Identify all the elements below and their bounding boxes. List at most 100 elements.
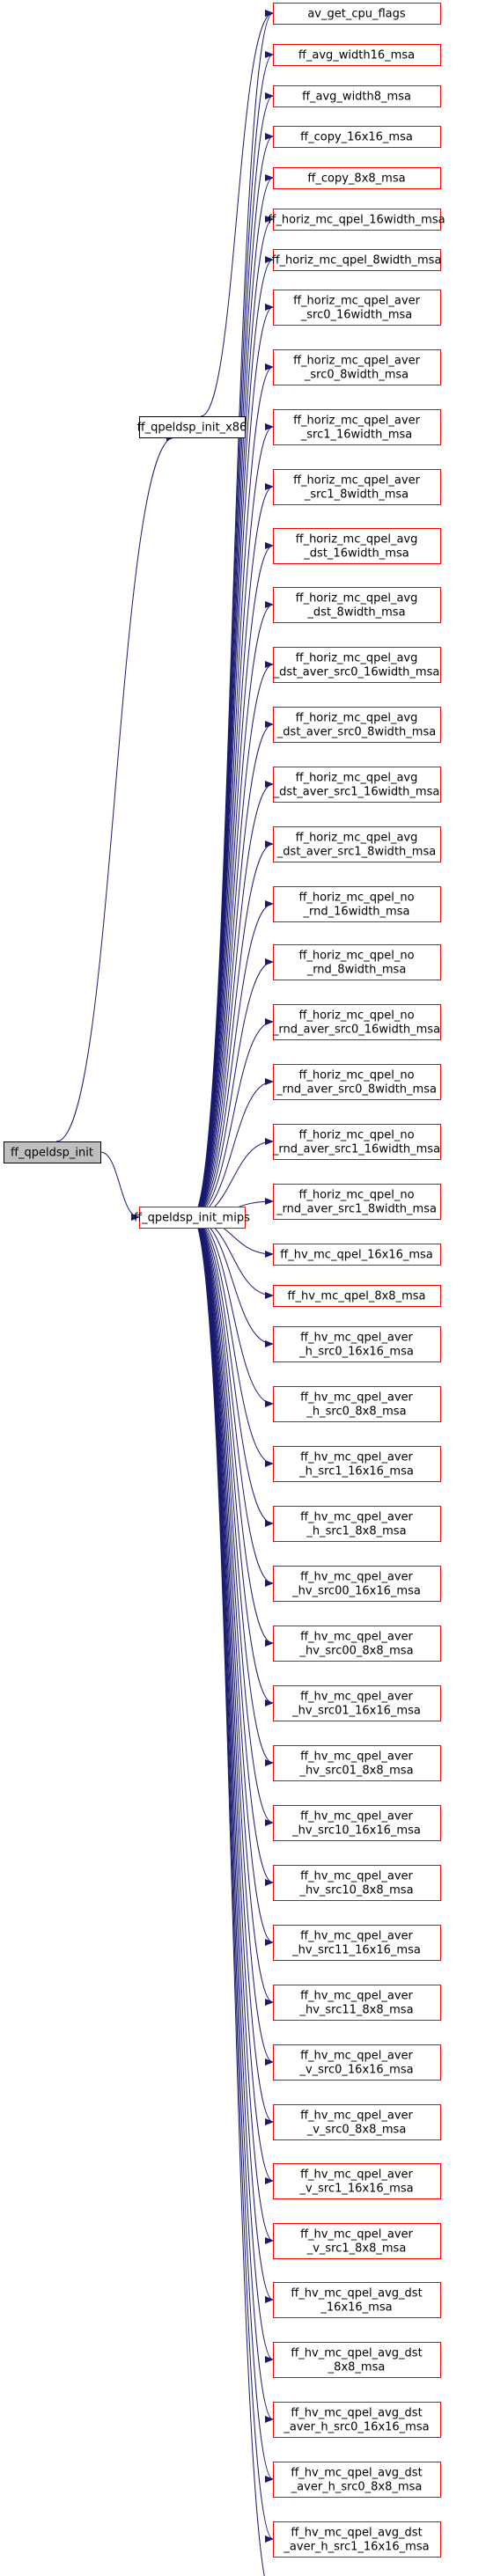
node-callee-ff-hv-mc-qpel-aver-v-src0-8x8-msa-label: ff_hv_mc_qpel_aver [300,2110,413,2123]
node-callee-ff-horiz-mc-qpel-aver-src0-8width-msa-label: ff_horiz_mc_qpel_aver [293,355,421,368]
node-callee-ff-hv-mc-qpel-aver-hv-src01-8x8-msa-label: ff_hv_mc_qpel_aver [300,1750,413,1764]
node-callee-ff-horiz-mc-qpel-no-rnd-aver-src0-16width-msa[interactable]: ff_horiz_mc_qpel_no_rnd_aver_src0_16widt… [272,1004,441,1040]
node-callee-ff-hv-mc-qpel-aver-h-src0-8x8-msa-box [273,1386,441,1422]
node-callee-ff-horiz-mc-qpel-avg-dst-8width-msa[interactable]: ff_horiz_mc_qpel_avg_dst_8width_msa [273,587,441,623]
node-callee-ff-hv-mc-qpel-aver-hv-src00-8x8-msa[interactable]: ff_hv_mc_qpel_aver_hv_src00_8x8_msa [273,1626,441,1662]
edge-mips-to-callee-40 [191,1216,274,2244]
node-callee-ff-hv-mc-qpel-avg-dst-8x8-msa-label: ff_hv_mc_qpel_avg_dst [291,2347,422,2360]
node-callee-ff-hv-mc-qpel-aver-hv-src11-8x8-msa[interactable]: ff_hv_mc_qpel_aver_hv_src11_8x8_msa [273,1985,441,2021]
node-callee-ff-hv-mc-qpel-8x8-msa[interactable]: ff_hv_mc_qpel_8x8_msa [273,1285,441,1307]
node-callee-ff-hv-mc-qpel-aver-h-src1-8x8-msa[interactable]: ff_hv_mc_qpel_aver_h_src1_8x8_msa [273,1506,441,1542]
node-callee-ff-hv-mc-qpel-aver-hv-src01-8x8-msa-box [273,1745,441,1781]
node-callee-ff-horiz-mc-qpel-avg-dst-aver-src1-16width-msa[interactable]: ff_horiz_mc_qpel_avg_dst_aver_src1_16wid… [273,767,441,803]
node-callee-ff-hv-mc-qpel-aver-v-src0-16x16-msa[interactable]: ff_hv_mc_qpel_aver_v_src0_16x16_msa [273,2044,441,2081]
node-callee-ff-horiz-mc-qpel-avg-dst-aver-src0-8width-msa-box [273,707,441,743]
node-callee-ff-copy-16x16-msa[interactable]: ff_copy_16x16_msa [273,126,441,148]
node-callee-ff-hv-mc-qpel-avg-dst-aver-h-src1-16x16-msa[interactable]: ff_hv_mc_qpel_avg_dst_aver_h_src1_16x16_… [273,2521,441,2558]
node-callee-ff-horiz-mc-qpel-avg-dst-aver-src0-8width-msa[interactable]: ff_horiz_mc_qpel_avg_dst_aver_src0_8widt… [273,707,441,743]
node-callee-ff-horiz-mc-qpel-16width-msa[interactable]: ff_horiz_mc_qpel_16width_msa [268,209,446,231]
node-callee-ff-horiz-mc-qpel-avg-dst-16width-msa[interactable]: ff_horiz_mc_qpel_avg_dst_16width_msa [273,528,441,564]
edge-mips-to-callee-32 [191,1216,274,1766]
node-callee-ff-hv-mc-qpel-avg-dst-aver-h-src1-16x16-msa-label: _aver_h_src1_16x16_msa [283,2541,429,2554]
node-callee-ff-hv-mc-qpel-aver-hv-src01-16x16-msa[interactable]: ff_hv_mc_qpel_aver_hv_src01_16x16_msa [273,1685,441,1721]
node-ff-qpeldsp-init-x86[interactable]: ff_qpeldsp_init_x86 [137,416,247,438]
node-callee-ff-hv-mc-qpel-aver-h-src1-8x8-msa-label: _h_src1_8x8_msa [306,1525,406,1538]
node-callee-ff-horiz-mc-qpel-avg-dst-aver-src0-16width-msa[interactable]: ff_horiz_mc_qpel_avg_dst_aver_src0_16wid… [273,647,441,683]
node-callee-ff-hv-mc-qpel-avg-dst-aver-h-src0-16x16-msa-label: _aver_h_src0_16x16_msa [283,2421,429,2434]
node-callee-ff-hv-mc-qpel-avg-dst-16x16-msa[interactable]: ff_hv_mc_qpel_avg_dst_16x16_msa [273,2282,441,2318]
edge-mips-to-callee-37 [191,1216,274,2066]
node-callee-ff-avg-width8-msa[interactable]: ff_avg_width8_msa [273,85,441,107]
node-callee-ff-horiz-mc-qpel-aver-src0-16width-msa[interactable]: ff_horiz_mc_qpel_aver_src0_16width_msa [273,290,441,326]
edge-mips-to-callee-27 [191,1216,274,1467]
edge-mips-to-callee-1 [191,51,274,1218]
node-callee-ff-hv-mc-qpel-aver-hv-src00-16x16-msa[interactable]: ff_hv_mc_qpel_aver_hv_src00_16x16_msa [273,1566,441,1602]
node-callee-ff-horiz-mc-qpel-aver-src0-16width-msa-label: ff_horiz_mc_qpel_aver [293,295,421,308]
node-callee-ff-hv-mc-qpel-avg-dst-aver-h-src0-16x16-msa-label: ff_hv_mc_qpel_avg_dst [291,2407,422,2420]
node-callee-ff-hv-mc-qpel-aver-v-src0-16x16-msa-box [273,2044,441,2081]
node-callee-ff-horiz-mc-qpel-aver-src0-8width-msa-label: _src0_8width_msa [304,369,409,382]
node-callee-ff-horiz-mc-qpel-avg-dst-aver-src1-16width-msa-box [273,767,441,803]
node-callee-ff-horiz-mc-qpel-aver-src1-16width-msa-label: ff_horiz_mc_qpel_aver [293,415,421,428]
node-callee-ff-hv-mc-qpel-aver-hv-src10-16x16-msa[interactable]: ff_hv_mc_qpel_aver_hv_src10_16x16_msa [273,1805,441,1841]
node-callee-ff-hv-mc-qpel-aver-h-src1-16x16-msa[interactable]: ff_hv_mc_qpel_aver_h_src1_16x16_msa [273,1446,441,1482]
node-ff-qpeldsp-init-x86-label: ff_qpeldsp_init_x86 [137,422,247,435]
node-callee-ff-hv-mc-qpel-aver-v-src1-16x16-msa-box [273,2163,441,2199]
edge-mips-to-callee-42 [191,1216,274,2363]
node-callee-ff-horiz-mc-qpel-aver-src1-8width-msa[interactable]: ff_horiz_mc_qpel_aver_src1_8width_msa [273,469,441,505]
node-callee-ff-hv-mc-qpel-8x8-msa-box [273,1285,441,1307]
node-callee-ff-horiz-mc-qpel-8width-msa[interactable]: ff_horiz_mc_qpel_8width_msa [272,249,442,271]
node-callee-ff-hv-mc-qpel-avg-dst-16x16-msa-label: _16x16_msa [320,2301,392,2315]
node-callee-ff-horiz-mc-qpel-avg-dst-aver-src1-8width-msa[interactable]: ff_horiz_mc_qpel_avg_dst_aver_src1_8widt… [273,826,441,862]
edge-mips-to-callee-7 [191,304,274,1218]
edge-mips-to-callee-15 [191,781,274,1218]
node-callee-ff-hv-mc-qpel-avg-dst-aver-h-src1-16x16-msa-box [273,2521,441,2558]
node-callee-ff-avg-width16-msa[interactable]: ff_avg_width16_msa [273,44,441,66]
node-callee-ff-horiz-mc-qpel-no-rnd-aver-src0-8width-msa[interactable]: ff_horiz_mc_qpel_no_rnd_aver_src0_8width… [273,1064,441,1100]
node-callee-ff-hv-mc-qpel-aver-hv-src10-8x8-msa[interactable]: ff_hv_mc_qpel_aver_hv_src10_8x8_msa [273,1865,441,1901]
node-callee-ff-hv-mc-qpel-aver-h-src0-16x16-msa-label: ff_hv_mc_qpel_aver [300,1332,413,1345]
node-callee-ff-hv-mc-qpel-aver-hv-src01-8x8-msa-label: _hv_src01_8x8_msa [298,1765,413,1778]
node-callee-ff-horiz-mc-qpel-avg-dst-16width-msa-label: _dst_16width_msa [303,547,409,561]
node-callee-ff-horiz-mc-qpel-avg-dst-aver-src1-8width-msa-label: _dst_aver_src1_8width_msa [276,846,436,859]
node-callee-ff-horiz-mc-qpel-aver-src1-16width-msa[interactable]: ff_horiz_mc_qpel_aver_src1_16width_msa [273,409,441,445]
node-callee-ff-copy-8x8-msa[interactable]: ff_copy_8x8_msa [273,167,441,189]
node-callee-ff-horiz-mc-qpel-avg-dst-8width-msa-label: _dst_8width_msa [306,606,405,620]
edge-mips-to-callee-41 [191,1216,274,2303]
edge-root-to-mips [99,1151,140,1221]
node-callee-ff-hv-mc-qpel-16x16-msa[interactable]: ff_hv_mc_qpel_16x16_msa [273,1244,441,1266]
node-callee-ff-horiz-mc-qpel-no-rnd-16width-msa[interactable]: ff_horiz_mc_qpel_no_rnd_16width_msa [273,886,441,922]
node-callee-ff-horiz-mc-qpel-avg-dst-aver-src0-8width-msa-label: ff_horiz_mc_qpel_avg [296,712,418,725]
node-callee-ff-copy-8x8-msa-label: ff_copy_8x8_msa [307,172,405,186]
node-callee-ff-horiz-mc-qpel-aver-src0-16width-msa-box [273,290,441,326]
node-callee-ff-horiz-mc-qpel-avg-dst-aver-src0-8width-msa-label: _dst_aver_src0_8width_msa [276,726,436,739]
node-callee-ff-hv-mc-qpel-aver-hv-src11-8x8-msa-box [273,1985,441,2021]
node-callee-ff-hv-mc-qpel-aver-hv-src10-8x8-msa-label: ff_hv_mc_qpel_aver [300,1870,413,1883]
edge-mips-to-callee-5 [191,216,274,1218]
node-callee-ff-horiz-mc-qpel-no-rnd-8width-msa[interactable]: ff_horiz_mc_qpel_no_rnd_8width_msa [273,944,441,980]
node-callee-ff-hv-mc-qpel-aver-hv-src01-8x8-msa[interactable]: ff_hv_mc_qpel_aver_hv_src01_8x8_msa [273,1745,441,1781]
node-callee-ff-hv-mc-qpel-aver-v-src1-8x8-msa[interactable]: ff_hv_mc_qpel_aver_v_src1_8x8_msa [273,2223,441,2259]
node-callee-ff-hv-mc-qpel-avg-dst-aver-h-src0-16x16-msa[interactable]: ff_hv_mc_qpel_avg_dst_aver_h_src0_16x16_… [273,2402,441,2438]
node-callee-ff-hv-mc-qpel-aver-hv-src11-16x16-msa[interactable]: ff_hv_mc_qpel_aver_hv_src11_16x16_msa [273,1925,441,1961]
node-callee-ff-hv-mc-qpel-aver-h-src0-8x8-msa[interactable]: ff_hv_mc_qpel_aver_h_src0_8x8_msa [273,1386,441,1422]
node-callee-ff-horiz-mc-qpel-no-rnd-aver-src1-16width-msa[interactable]: ff_horiz_mc_qpel_no_rnd_aver_src1_16widt… [272,1124,441,1160]
node-callee-ff-hv-mc-qpel-aver-hv-src00-8x8-msa-label: _hv_src00_8x8_msa [298,1645,413,1658]
node-callee-ff-horiz-mc-qpel-no-rnd-aver-src1-8width-msa[interactable]: ff_horiz_mc_qpel_no_rnd_aver_src1_8width… [273,1184,441,1220]
node-callee-ff-hv-mc-qpel-aver-v-src1-16x16-msa[interactable]: ff_hv_mc_qpel_aver_v_src1_16x16_msa [273,2163,441,2199]
node-callee-ff-hv-mc-qpel-aver-hv-src10-8x8-msa-label: _hv_src10_8x8_msa [298,1884,413,1897]
node-callee-ff-horiz-mc-qpel-aver-src0-8width-msa[interactable]: ff_horiz_mc_qpel_aver_src0_8width_msa [273,349,441,385]
node-callee-ff-hv-mc-qpel-aver-v-src0-8x8-msa[interactable]: ff_hv_mc_qpel_aver_v_src0_8x8_msa [273,2104,441,2140]
edge-mips-to-callee-3 [191,133,274,1218]
node-ff-qpeldsp-init-mips[interactable]: ff_qpeldsp_init_mips [134,1207,250,1229]
node-callee-ff-hv-mc-qpel-avg-dst-8x8-msa-box [273,2342,441,2378]
node-callee-ff-hv-mc-qpel-avg-dst-aver-h-src0-8x8-msa[interactable]: ff_hv_mc_qpel_avg_dst_aver_h_src0_8x8_ms… [273,2462,441,2498]
node-callee-ff-hv-mc-qpel-avg-dst-8x8-msa[interactable]: ff_hv_mc_qpel_avg_dst_8x8_msa [273,2342,441,2378]
node-callee-ff-hv-mc-qpel-aver-h-src0-16x16-msa[interactable]: ff_hv_mc_qpel_aver_h_src0_16x16_msa [273,1326,441,1362]
node-ff-qpeldsp-init[interactable]: ff_qpeldsp_init [4,1141,101,1163]
edge-x86-to-callee-0 [200,10,274,417]
edge-mips-to-callee-28 [191,1216,274,1527]
node-callee-av-get-cpu-flags[interactable]: av_get_cpu_flags [273,3,441,25]
edge-mips-to-callee-46 [191,1216,265,2576]
node-callee-ff-horiz-mc-qpel-no-rnd-aver-src0-8width-msa-label: ff_horiz_mc_qpel_no [298,1069,414,1083]
